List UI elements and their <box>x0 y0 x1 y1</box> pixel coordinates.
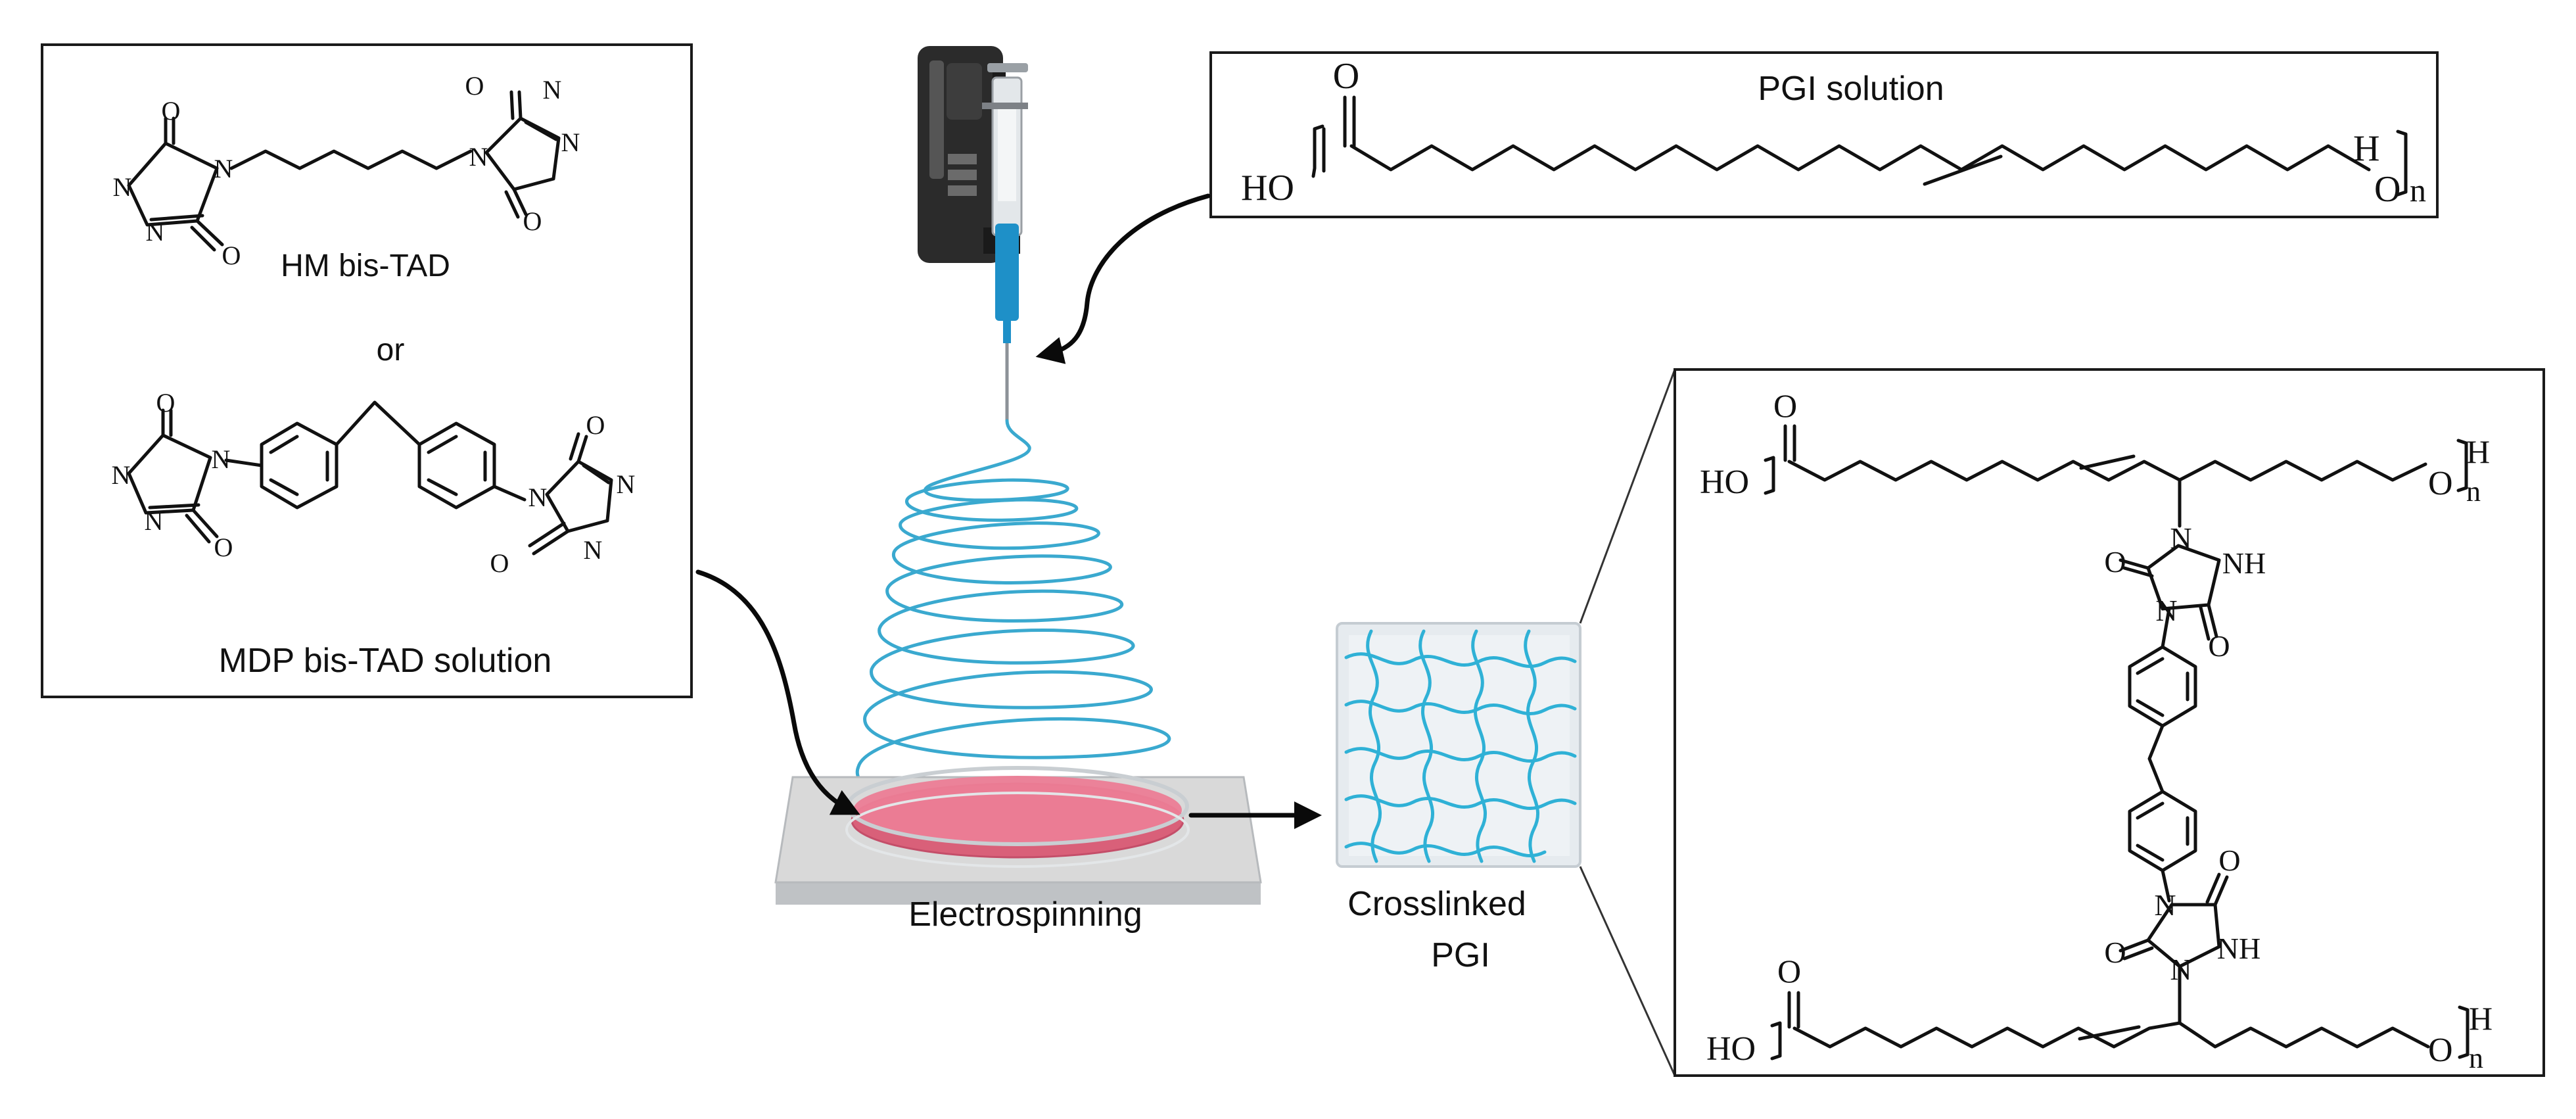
atom-nh: NH <box>2222 546 2266 580</box>
atom-ho: HO <box>1241 168 1294 208</box>
crosslinked-structure-panel: HO O O H n <box>1674 368 2545 1077</box>
atom-o: O <box>2374 169 2400 210</box>
or-label: or <box>377 333 405 368</box>
atom-o: O <box>2104 545 2126 579</box>
atom-n: N <box>2170 953 2191 986</box>
electrospinning-label: Electrospinning <box>908 895 1142 934</box>
atom-o: O <box>2104 936 2126 969</box>
pgi-solution-title: PGI solution <box>1758 70 1944 108</box>
atom-o: O <box>586 410 605 440</box>
atom-n: N <box>2155 594 2177 627</box>
fiber-mat-icon <box>1336 622 1581 868</box>
pgi-repeat-unit-structure: HO O O H n <box>1241 56 2426 210</box>
atom-o: O <box>1333 56 1359 97</box>
atom-n: N <box>2154 888 2176 922</box>
atom-n-subscript: n <box>2410 172 2426 208</box>
atom-nh: NH <box>2217 932 2260 965</box>
atom-h: H <box>2353 128 2379 169</box>
atom-o: O <box>2208 629 2230 663</box>
atom-n: N <box>112 460 131 490</box>
atom-o: O <box>2428 1032 2453 1069</box>
zoom-line-top <box>1579 369 1676 624</box>
zoom-line-bottom <box>1579 866 1676 1076</box>
tad-linker <box>2119 478 2229 1025</box>
atom-n: N <box>146 217 165 247</box>
pgi-solution-panel: PGI solution HO O O H n <box>1209 51 2439 218</box>
atom-h: H <box>2469 1000 2493 1037</box>
atom-o: O <box>2428 465 2453 502</box>
crosslinked-label-line2: PGI <box>1431 936 1490 974</box>
atom-ho: HO <box>1700 464 1749 501</box>
atom-o: O <box>523 206 542 236</box>
top-pgi-chain: HO O O H n <box>1700 387 2490 508</box>
atom-n: N <box>543 75 562 105</box>
arrow-pgi-to-syringe <box>1035 193 1211 364</box>
atom-o: O <box>1777 953 1801 989</box>
mdp-bis-tad-structure <box>127 400 613 556</box>
atom-n: N <box>2170 521 2191 555</box>
atom-o: O <box>465 71 484 101</box>
hm-bis-tad-label: HM bis-TAD <box>281 249 450 283</box>
electrospun-fiber-jet <box>855 419 1171 800</box>
bis-tad-panel: O N N N O N O N N O HM bis-TAD or <box>41 43 693 698</box>
atom-n: N <box>212 444 231 474</box>
atom-n: N <box>528 483 548 512</box>
hm-bis-tad-structure <box>127 90 561 252</box>
atom-n: N <box>214 154 233 183</box>
atom-n: N <box>617 469 636 499</box>
atom-o: O <box>214 533 233 562</box>
atom-o: O <box>222 241 241 270</box>
crosslinked-label-line1: Crosslinked <box>1347 885 1526 923</box>
petri-dish-icon <box>774 766 1262 905</box>
atom-n: N <box>584 535 603 565</box>
bottom-pgi-chain: HO O O H n <box>1706 953 2493 1074</box>
atom-ho: HO <box>1706 1030 1756 1068</box>
atom-n: N <box>113 172 132 202</box>
atom-o: O <box>1773 387 1797 424</box>
atom-n: N <box>561 128 580 157</box>
atom-n: N <box>469 142 488 172</box>
atom-n: N <box>145 506 164 536</box>
atom-o: O <box>162 96 181 126</box>
atom-n-subscript: n <box>2466 475 2481 508</box>
mdp-bis-tad-label: MDP bis-TAD solution <box>219 642 552 680</box>
atom-o: O <box>490 548 509 578</box>
atom-o: O <box>156 388 176 417</box>
atom-o: O <box>2218 844 2240 877</box>
syringe-pump-icon <box>918 46 1028 421</box>
atom-n-subscript: n <box>2469 1042 2483 1074</box>
atom-h: H <box>2466 433 2490 470</box>
arrow-bis-tad-to-dish <box>695 569 860 815</box>
